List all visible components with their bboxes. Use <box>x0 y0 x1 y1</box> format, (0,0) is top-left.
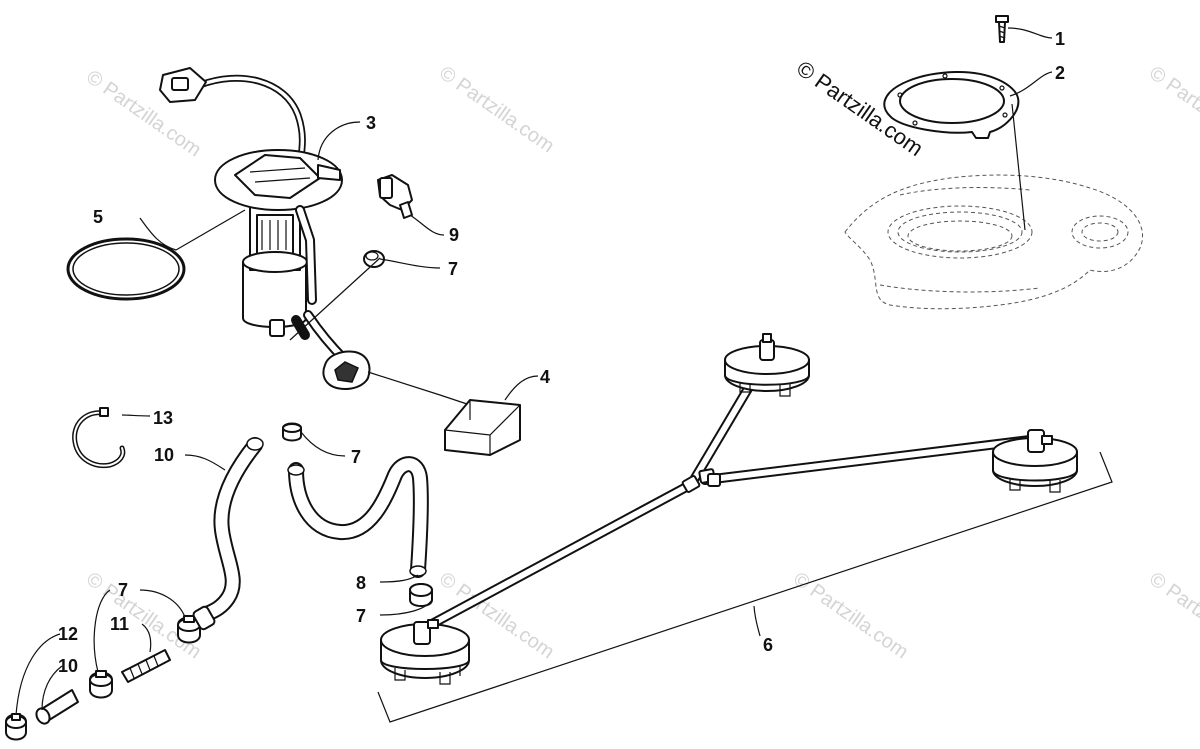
connector-part-11[interactable] <box>121 649 171 683</box>
callout-13: 13 <box>153 408 173 428</box>
callout-1: 1 <box>1055 29 1065 49</box>
clamp-part-7-lower[interactable] <box>409 583 433 607</box>
callout-10-upper: 10 <box>154 445 174 465</box>
watermark-faint: © Partzilla.com <box>435 62 558 157</box>
o-ring-part-5[interactable] <box>66 237 186 301</box>
callout-6: 6 <box>763 635 773 655</box>
callout-4: 4 <box>540 367 550 387</box>
callout-5: 5 <box>93 207 103 227</box>
retaining-clip-part-13[interactable] <box>72 407 126 469</box>
watermark-faint: © Partzilla.com <box>789 568 912 663</box>
clamp-part-12[interactable] <box>5 713 27 741</box>
callout-labels: 1 2 3 4 5 6 7 7 7 7 8 9 10 10 11 12 13 <box>58 29 1065 676</box>
callout-7-upper: 7 <box>448 259 458 279</box>
callout-7-lower: 7 <box>356 606 366 626</box>
clamp-part-7-left-b[interactable] <box>89 670 113 699</box>
watermark-faint: © Partzilla.com <box>1145 568 1200 663</box>
callout-9: 9 <box>449 225 459 245</box>
fuel-hose-part-8[interactable] <box>287 456 429 578</box>
callout-11: 11 <box>110 614 129 634</box>
bracket-part-6 <box>377 451 1113 723</box>
clamp-part-7-upper[interactable] <box>363 250 385 268</box>
clamp-part-7-middle[interactable] <box>282 422 302 442</box>
fuel-pump-part-3[interactable] <box>159 67 343 340</box>
leader-gasket-to-tank <box>1011 103 1026 231</box>
fuel-pickup-manifold-part-6[interactable] <box>380 333 1078 685</box>
callout-10-lower: 10 <box>58 656 78 676</box>
screw-part-1[interactable] <box>995 15 1009 43</box>
watermark-faint: © Partzilla.com <box>1145 62 1200 157</box>
hose-fitting-stub <box>192 605 216 631</box>
fuel-hose-part-10-left[interactable] <box>197 437 264 623</box>
callout-7-left: 7 <box>118 580 128 600</box>
fuel-hose-part-10-short[interactable] <box>34 689 79 726</box>
callout-12: 12 <box>58 624 78 644</box>
callout-7-middle: 7 <box>351 447 361 467</box>
callout-2: 2 <box>1055 63 1065 83</box>
callout-3: 3 <box>366 113 376 133</box>
fuel-level-sender-part-4[interactable] <box>303 310 521 456</box>
callout-8: 8 <box>356 573 366 593</box>
leader-lines <box>15 27 1053 716</box>
gasket-plate-part-2[interactable] <box>883 70 1020 139</box>
fuel-tank-outline <box>844 174 1143 310</box>
quick-connector-part-9[interactable] <box>377 174 413 219</box>
